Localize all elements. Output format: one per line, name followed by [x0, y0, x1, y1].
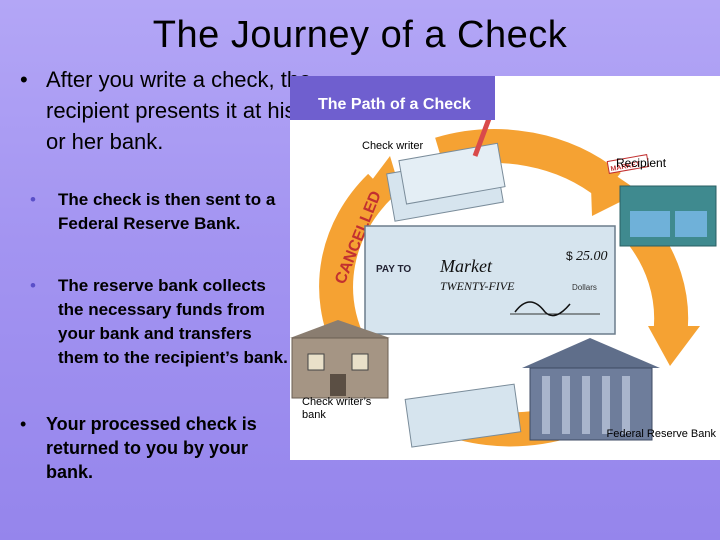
figure-illustration: CANCELLED PAY TO Market $ 25.00 TWENTY-F… — [290, 107, 717, 448]
writers-bank-building — [290, 320, 390, 399]
label-check-writer: Check writer — [362, 140, 424, 152]
check-payee: Market — [439, 256, 493, 276]
label-recipient: Recipient — [616, 156, 667, 170]
check-amount-words: TWENTY-FIVE — [440, 279, 515, 293]
check-dollars-word: Dollars — [572, 283, 597, 292]
bullet-main-text: After you write a check, the recipient p… — [46, 67, 312, 154]
check-dollar-sign: $ — [566, 249, 573, 263]
bullet-glyph: • — [30, 276, 36, 295]
label-writers-bank: Check writer’s bank — [302, 396, 372, 421]
label-federal-reserve-bank: Federal Reserve Bank — [606, 428, 716, 440]
check-pay-to: PAY TO — [376, 264, 411, 275]
sub-bullet-2-text: The reserve bank collects the necessary … — [58, 276, 288, 367]
figure-header: The Path of a Check — [290, 76, 720, 120]
sub-bullet-1: • The check is then sent to a Federal Re… — [30, 188, 288, 236]
bullet-glyph: • — [30, 190, 36, 209]
bullet-glyph: • — [20, 414, 27, 434]
bullet-glyph: • — [20, 67, 28, 92]
check-path-figure: CANCELLED PAY TO Market $ 25.00 TWENTY-F… — [290, 76, 720, 460]
bullet-last-text: Your processed check is returned to you … — [46, 414, 257, 482]
slide-title: The Journey of a Check — [152, 14, 568, 56]
check-writer-checks — [386, 107, 506, 222]
recipient-store: MARKET — [606, 154, 717, 247]
sub-bullet-1-text: The check is then sent to a Federal Rese… — [58, 190, 276, 233]
figure-title: The Path of a Check — [318, 96, 471, 113]
fed-bank-building — [522, 338, 660, 441]
main-check: PAY TO Market $ 25.00 TWENTY-FIVE Dollar… — [364, 225, 616, 335]
sub-bullet-2: • The reserve bank collects the necessar… — [30, 274, 288, 370]
returned-check — [404, 383, 522, 448]
figure-title-bar — [290, 76, 495, 120]
check-amount: 25.00 — [576, 249, 608, 264]
